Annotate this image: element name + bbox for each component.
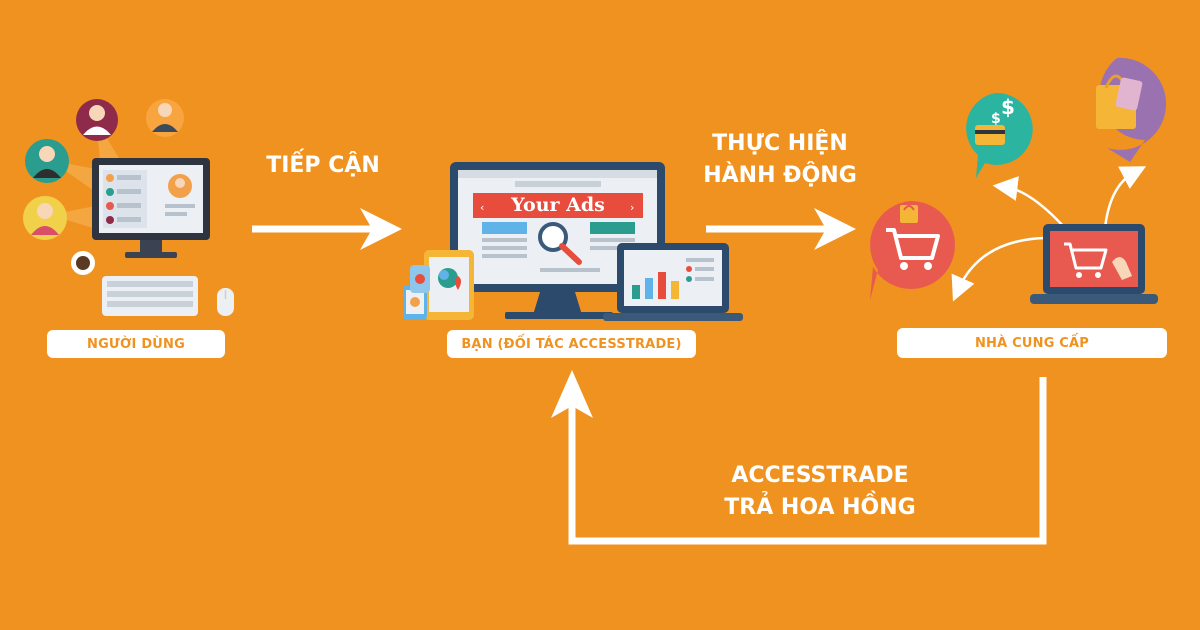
svg-text:›: › [630,201,634,214]
action-label-line2: HÀNH ĐỘNG [703,163,857,188]
provider-node-label: NHÀ CUNG CẤP [897,328,1167,358]
user-avatar-icon [23,196,67,240]
credit-card-icon: $ $ [966,92,1033,178]
laptop-icon [603,243,743,321]
keyboard-icon [102,276,198,316]
phone-icon [403,285,427,320]
partner-group: ‹ › [403,162,743,321]
svg-text:‹: ‹ [480,201,484,214]
action-label: THỰC HIỆN HÀNH ĐỘNG [690,128,870,192]
svg-text:$: $ [1001,95,1015,119]
mouse-icon [217,288,234,316]
arrow-icon [252,208,402,250]
laptop-icon [1030,224,1158,304]
partner-node-label: BẠN (ĐỐI TÁC ACCESSTRADE) [447,330,696,358]
user-group [23,99,234,316]
ads-banner-text: Your Ads [511,194,605,216]
arrow-icon [706,208,856,250]
user-avatar-icon [76,99,118,141]
commission-label: ACCESSTRADE TRẢ HOA HỒNG [715,460,925,524]
arrow-icon [551,370,1047,545]
shopping-bag-icon [1096,57,1167,162]
tablet-icon [424,250,474,320]
phone-icon [410,265,430,293]
user-node-label: NGƯỜI DÙNG [47,330,225,358]
magnifier-icon [538,222,582,265]
reach-label: TIẾP CẬN [266,153,380,178]
user-avatar-icon [146,99,184,137]
computer-icon [92,158,210,258]
svg-text:$: $ [991,111,1001,127]
commission-label-line1: ACCESSTRADE [731,463,909,488]
commission-label-line2: TRẢ HOA HỒNG [724,495,916,520]
user-avatar-icon [25,139,69,183]
provider-group: $ $ [870,57,1167,304]
shopping-cart-icon [870,201,955,300]
action-label-line1: THỰC HIỆN [712,131,848,156]
